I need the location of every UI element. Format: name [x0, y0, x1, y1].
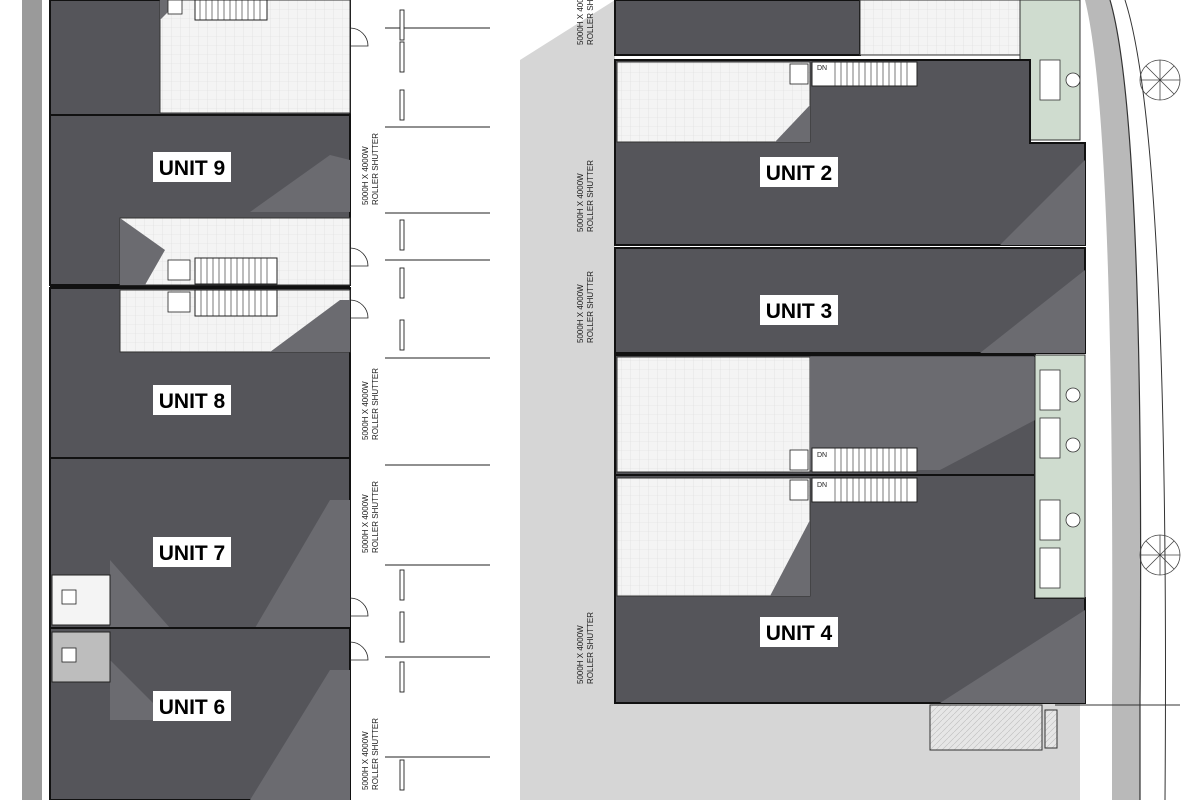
svg-text:UNIT 2: UNIT 2 [766, 162, 833, 185]
road-outer-line [1124, 0, 1166, 800]
svg-text:ROLLER SHUTTER: ROLLER SHUTTER [586, 160, 595, 232]
svg-text:ROLLER SHUTTER: ROLLER SHUTTER [371, 718, 380, 790]
road-edge [1085, 0, 1141, 800]
stair-direction-label: DN [817, 65, 827, 72]
svg-text:ROLLER SHUTTER: ROLLER SHUTTER [586, 271, 595, 343]
tree-icon [1139, 59, 1181, 101]
svg-text:ROLLER SHUTTER: ROLLER SHUTTER [371, 133, 380, 205]
svg-text:ROLLER SHUTTER: ROLLER SHUTTER [371, 481, 380, 553]
svg-text:5000H X 4000W: 5000H X 4000W [361, 731, 370, 790]
svg-text:5000H X 4000W: 5000H X 4000W [361, 146, 370, 205]
amenity-icons [1039, 59, 1081, 589]
shutter-annotation: 5000H X 4000W ROLLER SHUTTER [576, 271, 595, 343]
stair-direction-label: DN [817, 452, 827, 459]
svg-text:5000H X 4000W: 5000H X 4000W [361, 494, 370, 553]
svg-text:ROLLER SHUTTER: ROLLER SHUTTER [586, 0, 595, 45]
svg-text:5000H X 4000W: 5000H X 4000W [361, 381, 370, 440]
shutter-annotation: 5000H X 4000W ROLLER SHUTTER [576, 612, 595, 684]
courtyard-unit-4 [616, 477, 811, 597]
unit-1-roof [614, 0, 861, 56]
unit-label-9: UNIT 9 [153, 152, 231, 182]
stair-icon [194, 0, 268, 21]
shutter-annotation: 5000H X 4000W ROLLER SHUTTER [361, 368, 380, 440]
stair-icon: DN DN [789, 447, 918, 503]
stair-direction-label: DN [817, 482, 827, 489]
door-icon [349, 27, 369, 661]
shutter-annotation: 5000H X 4000W ROLLER SHUTTER [361, 718, 380, 790]
ground-shadow-strip [520, 0, 615, 800]
road-kerb-line [1109, 0, 1142, 800]
courtyard-unit-3 [616, 356, 811, 473]
svg-text:UNIT 6: UNIT 6 [159, 696, 226, 719]
shutter-annotation: 5000H X 4000W ROLLER SHUTTER [576, 0, 595, 45]
unit-label-8: UNIT 8 [153, 385, 231, 415]
unit-label-6: UNIT 6 [153, 691, 231, 721]
shutter-annotation: 5000H X 4000W ROLLER SHUTTER [576, 160, 595, 232]
svg-text:5000H X 4000W: 5000H X 4000W [576, 173, 585, 232]
svg-text:5000H X 4000W: 5000H X 4000W [576, 284, 585, 343]
svg-text:5000H X 4000W: 5000H X 4000W [576, 0, 585, 45]
svg-text:UNIT 4: UNIT 4 [766, 622, 833, 645]
svg-text:ROLLER SHUTTER: ROLLER SHUTTER [586, 612, 595, 684]
shutter-annotation: 5000H X 4000W ROLLER SHUTTER [361, 133, 380, 205]
stair-icon [51, 574, 111, 626]
unit-label-3: UNIT 3 [760, 295, 838, 325]
courtyard-unit-2 [616, 61, 811, 143]
svg-text:ROLLER SHUTTER: ROLLER SHUTTER [371, 368, 380, 440]
stair-icon: DN [789, 61, 918, 87]
svg-text:UNIT 9: UNIT 9 [159, 157, 226, 180]
parking-markings [385, 9, 490, 791]
right-building: DN DN DN [614, 0, 1180, 751]
roof-shadow [250, 155, 350, 212]
svg-text:UNIT 7: UNIT 7 [159, 542, 226, 565]
courtyard-unit-1 [859, 0, 1021, 56]
left-boundary-band [22, 0, 42, 800]
svg-text:UNIT 3: UNIT 3 [766, 300, 833, 323]
unit-label-7: UNIT 7 [153, 537, 231, 567]
bin-store [929, 704, 1043, 751]
svg-text:5000H X 4000W: 5000H X 4000W [576, 625, 585, 684]
tree-icon [1139, 534, 1181, 576]
unit-label-4: UNIT 4 [760, 617, 838, 647]
unit-label-2: UNIT 2 [760, 157, 838, 187]
svg-text:UNIT 8: UNIT 8 [159, 390, 226, 413]
stair-icon [167, 257, 278, 317]
shutter-annotation: 5000H X 4000W ROLLER SHUTTER [361, 481, 380, 553]
stair-icon [51, 631, 111, 683]
